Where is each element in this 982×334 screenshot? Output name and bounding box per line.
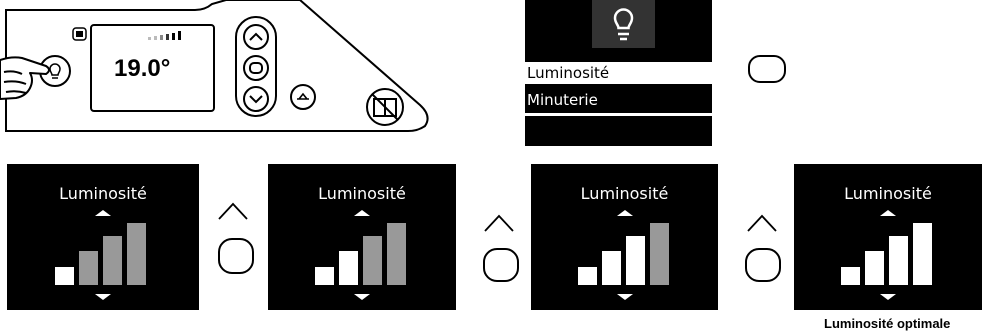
back-icon[interactable] — [290, 84, 316, 110]
brightness-bar-1 — [55, 267, 74, 285]
brightness-bar-3 — [363, 236, 382, 285]
brightness-bar-2 — [79, 251, 98, 285]
ok-icon[interactable] — [243, 55, 269, 81]
arrow-up-icon — [880, 210, 896, 216]
brightness-panel-2: Luminosité — [268, 164, 456, 310]
panel-title: Luminosité — [844, 184, 932, 203]
panel-title: Luminosité — [318, 184, 406, 203]
touch-hand-icon — [0, 56, 50, 100]
bulb-icon — [613, 8, 634, 41]
up-key-symbol — [484, 214, 514, 232]
arrow-down-icon — [880, 294, 896, 300]
arrow-up-icon — [95, 210, 111, 216]
brightness-bar-4 — [387, 223, 406, 285]
brightness-bar-4 — [127, 223, 146, 285]
bulb-tile — [592, 0, 655, 48]
menu-item-empty[interactable] — [525, 118, 712, 140]
no-window-icon[interactable] — [366, 88, 404, 126]
device-display — [90, 24, 215, 112]
brightness-panel-4: Luminosité — [794, 164, 982, 310]
arrow-down-icon — [354, 294, 370, 300]
down-chevron-icon[interactable] — [243, 86, 269, 112]
menu-divider — [525, 113, 712, 116]
up-key-symbol — [218, 202, 248, 220]
brightness-bars — [55, 223, 146, 285]
arrow-down-icon — [95, 294, 111, 300]
thermostat-device — [0, 0, 429, 132]
optimal-caption: Luminosité optimale — [824, 316, 951, 331]
module-icon — [72, 27, 87, 41]
brightness-bars — [841, 223, 932, 285]
arrow-up-icon — [617, 210, 633, 216]
menu-item-luminosite[interactable]: Luminosité — [525, 62, 712, 84]
arrow-up-icon — [354, 210, 370, 216]
arrow-down-icon — [617, 294, 633, 300]
ok-key-symbol — [218, 238, 254, 274]
up-chevron-icon[interactable] — [243, 24, 269, 50]
brightness-bar-2 — [602, 251, 621, 285]
brightness-bar-3 — [889, 236, 908, 285]
brightness-panel-1: Luminosité — [7, 164, 199, 310]
brightness-bar-1 — [841, 267, 860, 285]
panel-title: Luminosité — [59, 184, 147, 203]
brightness-bar-4 — [650, 223, 669, 285]
brightness-bars — [578, 223, 669, 285]
brightness-bars — [315, 223, 406, 285]
ok-key-symbol — [748, 55, 786, 83]
brightness-panel-3: Luminosité — [531, 164, 718, 310]
brightness-bar-3 — [626, 236, 645, 285]
panel-title: Luminosité — [580, 184, 669, 203]
up-key-symbol — [747, 214, 777, 232]
brightness-bar-3 — [103, 236, 122, 285]
ok-key-symbol — [745, 248, 781, 282]
menu-screen: Luminosité Minuterie — [525, 0, 712, 146]
brightness-bar-2 — [865, 251, 884, 285]
temperature-readout: 19.0° — [114, 55, 171, 82]
brightness-bar-1 — [578, 267, 597, 285]
brightness-bar-2 — [339, 251, 358, 285]
ok-key-symbol — [483, 248, 519, 282]
brightness-bar-4 — [913, 223, 932, 285]
brightness-bar-1 — [315, 267, 334, 285]
menu-item-minuterie[interactable]: Minuterie — [525, 89, 712, 111]
signal-icon — [148, 31, 181, 40]
